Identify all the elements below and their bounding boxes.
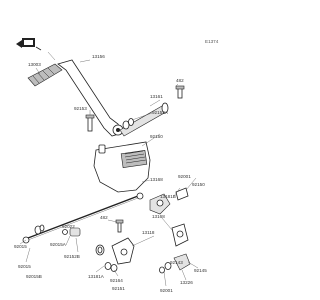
label-92015-left: 92015 bbox=[14, 244, 27, 249]
shift-rod bbox=[22, 192, 144, 244]
label-13156: 13156 bbox=[92, 54, 105, 59]
label-13181a: 13181A bbox=[88, 274, 105, 279]
gear-change-diagram: E1374 bbox=[14, 38, 219, 293]
label-92153: 92153 bbox=[74, 106, 87, 111]
label-92015a: 92015A bbox=[50, 242, 67, 247]
label-482-mid: 482 bbox=[100, 215, 108, 220]
figure-code: E1374 bbox=[205, 39, 219, 44]
label-92152a: 92152A bbox=[152, 110, 169, 115]
label-13003: 13003 bbox=[28, 62, 41, 67]
label-13168b: 13168 bbox=[152, 214, 165, 219]
leader-lines bbox=[19, 51, 199, 287]
small-bolt-left bbox=[85, 114, 95, 132]
label-13168: 13168 bbox=[150, 177, 163, 182]
label-92150-right: 92150 bbox=[192, 182, 205, 187]
label-92164: 92164 bbox=[110, 278, 123, 283]
label-92151: 92151 bbox=[112, 286, 125, 291]
label-92145: 92145 bbox=[194, 268, 207, 273]
label-92152b: 92152B bbox=[64, 254, 80, 259]
label-13118: 13118 bbox=[142, 230, 155, 235]
shift-pedal-rubber bbox=[27, 63, 63, 87]
label-13161: 13161 bbox=[150, 94, 163, 99]
part-number-labels: 13156 13003 482 13161 92153 92152A 92150… bbox=[14, 54, 207, 293]
right-joint bbox=[149, 187, 189, 215]
bolt-top bbox=[175, 85, 185, 99]
lower-bracket bbox=[111, 237, 135, 265]
label-92150-top: 92150 bbox=[150, 134, 163, 139]
parts-diagram-page: E1374 bbox=[14, 38, 219, 293]
label-13181b: 13181B bbox=[160, 194, 176, 199]
label-92110: 92015 bbox=[18, 264, 31, 269]
o-ring-mid bbox=[95, 244, 105, 256]
label-92143: 92143 bbox=[170, 260, 183, 265]
label-92022: 92022 bbox=[62, 224, 75, 229]
washer-left bbox=[34, 224, 45, 235]
label-92001-b: 92001 bbox=[160, 288, 173, 293]
bolt-lower-mid bbox=[115, 219, 124, 233]
right-bottom-joint bbox=[159, 253, 191, 274]
front-arrow-icon bbox=[16, 38, 42, 51]
label-13226: 13226 bbox=[180, 280, 193, 285]
collar-lower bbox=[104, 262, 118, 272]
joint-left bbox=[62, 227, 81, 237]
label-92001: 92001 bbox=[178, 174, 191, 179]
label-482-top: 482 bbox=[176, 78, 184, 83]
shift-shaft bbox=[119, 102, 169, 137]
heel-guard bbox=[93, 141, 151, 193]
circlip-top bbox=[122, 118, 134, 130]
right-lever-lower bbox=[171, 223, 189, 247]
label-92015b: 92015B bbox=[26, 274, 42, 279]
